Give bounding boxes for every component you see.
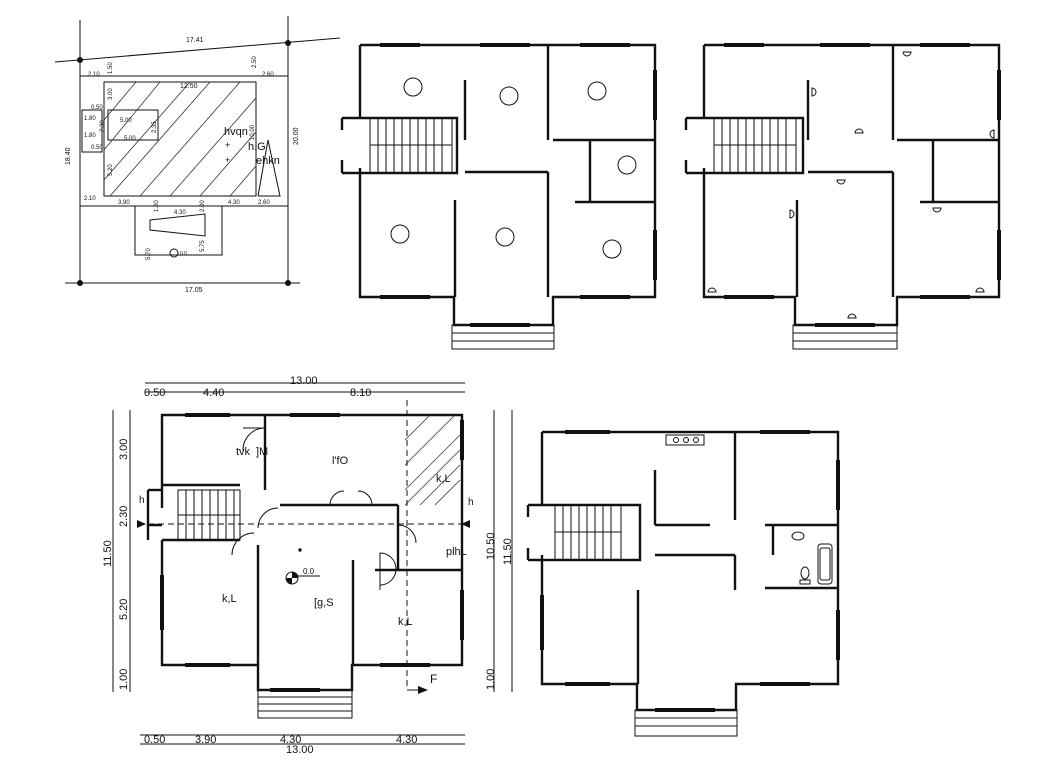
room-label-5: k,L	[222, 593, 237, 605]
svg-text:1.80: 1.80	[84, 116, 96, 122]
room-label-6: [g,S	[314, 597, 334, 609]
svg-text:2.35: 2.35	[152, 121, 158, 133]
svg-text:0.0: 0.0	[303, 567, 315, 576]
room-label-1: tvk	[236, 446, 251, 458]
svg-text:13.00: 13.00	[286, 744, 314, 756]
washbasin	[791, 531, 805, 541]
room-label-4: plhL	[446, 546, 467, 558]
svg-text:2.60: 2.60	[262, 72, 274, 78]
svg-text:4.30: 4.30	[280, 734, 301, 746]
svg-text:1.00: 1.00	[485, 669, 497, 690]
svg-text:4.30: 4.30	[174, 210, 186, 216]
svg-text:13.00: 13.00	[290, 375, 318, 387]
svg-text:]M: ]M	[256, 446, 268, 458]
svg-text:1.80: 1.80	[84, 133, 96, 139]
svg-text:2.60: 2.60	[258, 200, 270, 206]
electrical-plan-fixtures	[684, 43, 1001, 350]
site-plan: 17.41 17.05 18.40 20.00 2.10 1.50 3.00 1…	[54, 16, 341, 294]
toilet	[800, 566, 810, 580]
svg-text:0.50: 0.50	[144, 734, 165, 746]
svg-text:0.0: 0.0	[180, 251, 187, 257]
svg-text:3.90: 3.90	[195, 734, 216, 746]
svg-text:5.20: 5.20	[118, 599, 130, 620]
svg-text:0.50: 0.50	[144, 387, 165, 399]
svg-text:1.00: 1.00	[118, 669, 130, 690]
svg-text:2.10: 2.10	[84, 196, 96, 202]
svg-text:1.00: 1.00	[154, 200, 160, 212]
svg-text:4.40: 4.40	[203, 387, 224, 399]
svg-text:F: F	[430, 672, 437, 686]
svg-text:10.00: 10.00	[250, 124, 256, 140]
svg-text:2.50: 2.50	[252, 56, 258, 68]
svg-text:11.50: 11.50	[502, 538, 514, 565]
svg-text:2.30: 2.30	[118, 506, 130, 527]
svg-text:11.50: 11.50	[102, 540, 114, 567]
ground-floor-plan: 0.50 4.40 13.00 8.10 0.50 3.90 4.30 4.30…	[102, 375, 514, 756]
svg-text:h: h	[139, 495, 145, 506]
svg-text:ehkn: ehkn	[256, 155, 280, 167]
site-boundary-top	[54, 37, 341, 63]
svg-text:0.50: 0.50	[91, 145, 103, 151]
svg-text:h.G: h.G	[248, 141, 266, 153]
svg-text:4.30: 4.30	[396, 734, 417, 746]
first-floor-plan	[526, 430, 840, 737]
svg-text:10.50: 10.50	[485, 532, 497, 560]
room-label-3: k,L	[436, 473, 451, 485]
svg-text:2.10: 2.10	[88, 72, 100, 78]
svg-text:17.05: 17.05	[185, 287, 203, 294]
svg-text:3.00: 3.00	[108, 88, 114, 100]
svg-text:3.00: 3.00	[118, 439, 130, 460]
bathtub	[817, 543, 833, 585]
svg-text:hvqn: hvqn	[224, 126, 248, 138]
room-label-7: k,L	[398, 616, 413, 628]
svg-text:0.50: 0.50	[91, 105, 103, 111]
kitchen-sink	[665, 434, 705, 446]
svg-text:4.30: 4.30	[228, 200, 240, 206]
svg-text:5.20: 5.20	[108, 164, 114, 176]
svg-text:2.00: 2.00	[200, 200, 206, 212]
svg-text:2.30: 2.30	[100, 120, 106, 132]
svg-text:+: +	[225, 155, 230, 165]
svg-text:20.00: 20.00	[293, 127, 300, 145]
svg-text:h: h	[468, 497, 474, 508]
svg-text:+: +	[225, 140, 230, 150]
svg-text:8.10: 8.10	[350, 387, 371, 399]
svg-text:3.90: 3.90	[118, 200, 130, 206]
svg-text:5.70: 5.70	[146, 248, 152, 260]
svg-text:5.00: 5.00	[124, 136, 136, 142]
room-label-2: l'fO	[332, 455, 349, 467]
svg-text:5.00: 5.00	[120, 118, 132, 124]
svg-text:1.50: 1.50	[108, 62, 114, 74]
svg-text:5.75: 5.75	[200, 240, 206, 252]
svg-text:18.40: 18.40	[65, 147, 72, 165]
building-footprint	[103, 81, 257, 197]
svg-text:12.50: 12.50	[180, 83, 198, 90]
electrical-plan-lights	[340, 43, 657, 350]
svg-text:17.41: 17.41	[186, 37, 204, 44]
